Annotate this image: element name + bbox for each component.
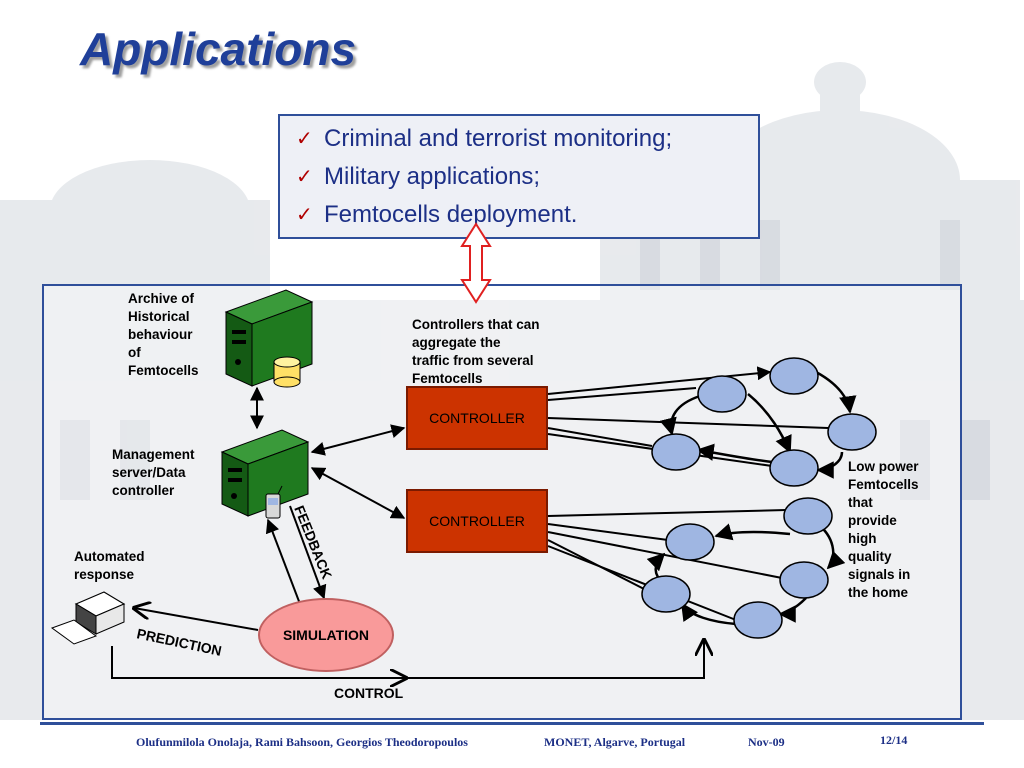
list-item: ✓ Criminal and terrorist monitoring; (296, 120, 758, 158)
double-arrow-icon (460, 222, 492, 304)
control-label: CONTROL (334, 685, 404, 701)
controller-box-top: CONTROLLER (406, 386, 548, 450)
footer-divider (40, 722, 984, 725)
femtocell-node (779, 561, 829, 599)
prediction-label: PREDICTION (135, 625, 223, 659)
femtocells-note: Low power Femtocells that provide high q… (848, 459, 919, 600)
list-item-text: Military applications; (324, 163, 541, 190)
management-server-label: Management server/Data controller (112, 447, 195, 498)
femtocell-node (651, 433, 701, 471)
management-server-icon (220, 429, 310, 517)
femtocell-node (665, 523, 715, 561)
automated-response-label: Automated response (74, 549, 145, 582)
list-item-text: Femtocells deployment. (324, 201, 578, 228)
controller-box-bottom: CONTROLLER (406, 489, 548, 553)
femtocell-node (827, 413, 877, 451)
femtocell-node (769, 449, 819, 487)
computer-icon (50, 591, 126, 645)
controllers-note: Controllers that can aggregate the traff… (412, 317, 540, 386)
checkmark-icon: ✓ (296, 128, 313, 150)
list-item: ✓ Femtocells deployment. (296, 196, 758, 234)
simulation-node: SIMULATION (258, 598, 394, 672)
page-number: 12/14 (880, 733, 908, 747)
list-item-text: Criminal and terrorist monitoring; (324, 125, 673, 152)
checkmark-icon: ✓ (296, 204, 313, 226)
femtocell-node (733, 601, 783, 639)
femtocell-node (783, 497, 833, 535)
femtocell-node (641, 575, 691, 613)
footer-venue: MONET, Algarve, Portugal (544, 735, 686, 749)
footer-authors: Olufunmilola Onolaja, Rami Bahsoon, Geor… (136, 735, 468, 749)
footer-date: Nov-09 (748, 735, 785, 749)
femtocell-node (769, 357, 819, 395)
femtocell-node (697, 375, 747, 413)
applications-list: ✓ Criminal and terrorist monitoring; ✓ Mil… (280, 116, 758, 234)
database-icon (273, 356, 301, 388)
archive-label: Archive of Historical behaviour of Femto… (128, 291, 199, 378)
slide-title: Applications (80, 23, 357, 75)
applications-list-box: ✓ Criminal and terrorist monitoring; ✓ Mil… (278, 114, 760, 239)
mobile-phone-icon (265, 485, 283, 519)
checkmark-icon: ✓ (296, 166, 313, 188)
list-item: ✓ Military applications; (296, 158, 758, 196)
